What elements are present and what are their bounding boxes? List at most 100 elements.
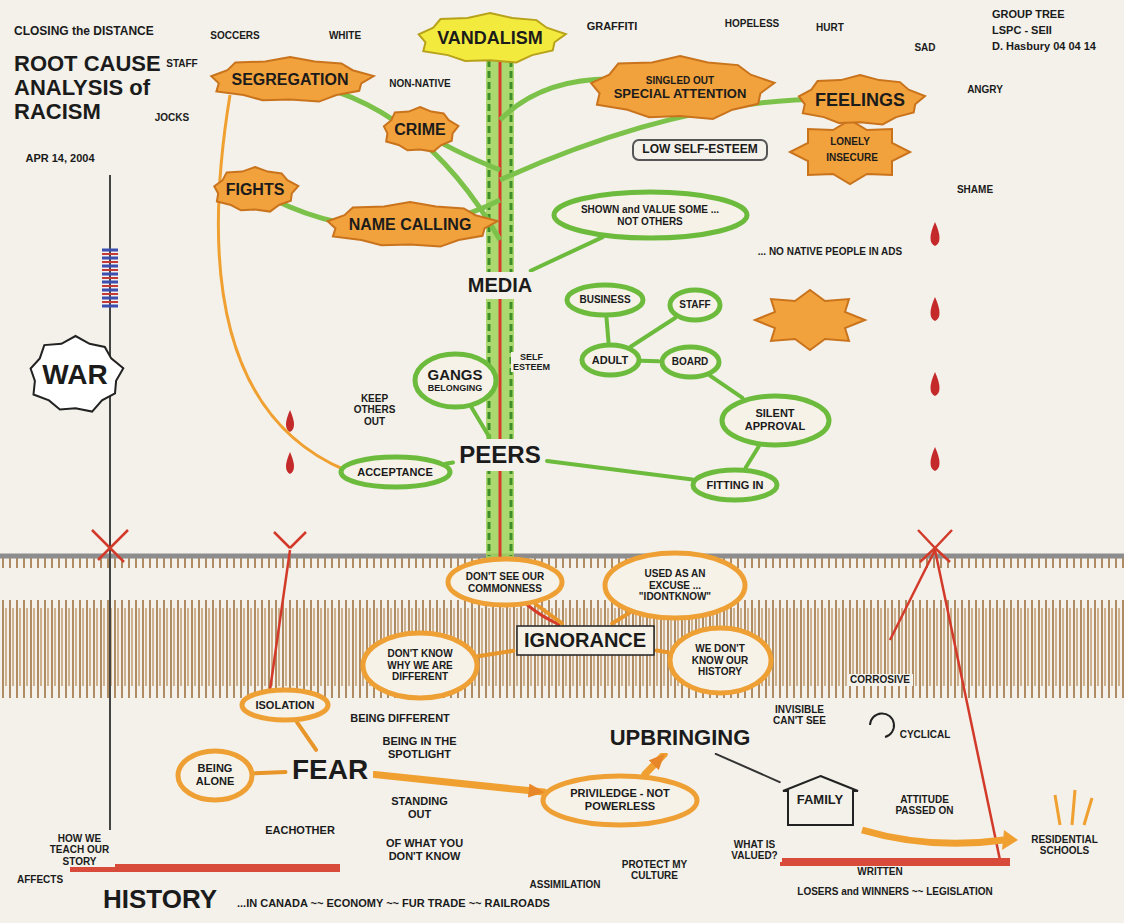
ellipse-node: FITTING IN — [690, 467, 780, 503]
node-text: SEGREGATION — [231, 71, 348, 89]
annotation: D. Hasbury 04 04 14 — [990, 40, 1099, 53]
connector — [375, 775, 544, 793]
annotation: LONELY — [828, 136, 873, 148]
text-group: SINGLED OUTSPECIAL ATTENTION — [614, 75, 747, 101]
ellipse-outline — [543, 776, 697, 825]
connector — [642, 359, 659, 363]
text-group: ADULT — [592, 354, 628, 367]
connector — [445, 463, 453, 464]
connector — [478, 651, 513, 656]
burst-shape: WAR — [26, 335, 125, 415]
annotation: ANGRY — [965, 84, 1006, 96]
annotation: GRAFFITI — [584, 20, 640, 33]
noose-coil — [102, 250, 118, 306]
annotation: LSPC - SEII — [990, 24, 1055, 37]
text-group: WE DON'T KNOW OUR HISTORY — [685, 643, 755, 678]
burst-outline — [799, 75, 925, 125]
annotation: ASSIMILATION — [527, 879, 603, 891]
ellipse-outline — [242, 690, 328, 720]
text-group: FIGHTS — [226, 181, 285, 199]
ellipse-outline — [722, 396, 829, 445]
text-group: UPBRINGING — [610, 725, 751, 750]
connector — [746, 446, 759, 468]
text-group: WAR — [42, 359, 107, 391]
text-group: NAME CALLING — [349, 216, 472, 234]
text-group: VANDALISM — [437, 28, 543, 49]
connector — [631, 318, 676, 347]
burst-outline — [591, 56, 774, 119]
text-group: SHOWN and VALUE SOME ... NOT OTHERS — [580, 204, 720, 227]
annotation: SOCCERS — [208, 30, 263, 42]
annotation: HURT — [814, 22, 847, 34]
burst-outline — [30, 336, 123, 412]
burst-shape: VANDALISM — [412, 12, 568, 65]
text-group: HISTORY — [103, 885, 217, 915]
text-group: ACCEPTANCE — [357, 466, 433, 479]
annotation: EACHOTHER — [263, 824, 338, 837]
orange-arrow — [862, 830, 1004, 843]
connector — [607, 318, 609, 342]
annotation: SHAME — [954, 184, 996, 196]
connector — [535, 604, 562, 623]
annotation: CORROSIVE — [847, 674, 913, 686]
text-node: PEERS — [455, 439, 545, 471]
annotation: PROTECT MY CULTURE — [620, 859, 690, 882]
node-text: HISTORY — [103, 885, 217, 915]
node-text: FEELINGS — [815, 90, 905, 111]
connector — [645, 754, 664, 774]
annotation: STAFF — [164, 58, 201, 70]
connector — [255, 772, 286, 773]
text-group: IGNORANCE — [524, 629, 646, 652]
node-text: ACCEPTANCE — [357, 466, 433, 479]
node-text: IGNORANCE — [524, 629, 646, 652]
ellipse-node: BOARD — [659, 344, 722, 380]
text-group: DON'T KNOW WHY WE ARE DIFFERENT — [380, 648, 460, 683]
ellipse-outline — [693, 470, 777, 500]
node-text: MEDIA — [468, 274, 532, 297]
annotation: NON-NATIVE — [387, 78, 454, 90]
text-group: SEGREGATION — [231, 71, 348, 89]
node-text: PRIVILEDGE - NOT POWERLESS — [565, 787, 675, 812]
band-outline — [633, 140, 767, 160]
text-patch — [288, 752, 373, 789]
annotation: STANDING OUT — [389, 795, 451, 820]
node-text: USED AS AN EXCUSE ... "IDONTKNOW" — [625, 568, 725, 603]
connector — [657, 651, 668, 653]
ellipse-outline — [670, 628, 771, 693]
annotation: WRITTEN — [855, 866, 906, 878]
band-node: LOW SELF-ESTEEM — [632, 139, 768, 161]
ellipse-outline — [662, 347, 719, 377]
burst-shape: SINGLED OUTSPECIAL ATTENTION — [583, 55, 777, 122]
text-group: FITTING IN — [707, 479, 764, 492]
ellipse-node: SHOWN and VALUE SOME ... NOT OTHERS — [551, 189, 750, 241]
ellipse-node: PRIVILEDGE - NOT POWERLESS — [540, 773, 700, 828]
node-text: GANGS — [427, 366, 482, 383]
node-text: NAME CALLING — [349, 216, 472, 234]
ellipse-outline — [567, 285, 643, 315]
node-text: BUSINESS — [579, 294, 630, 306]
text-group: MEDIA — [468, 274, 532, 297]
soil-band — [0, 558, 1124, 698]
text-patch — [455, 439, 545, 471]
ellipse-node: DON'T KNOW WHY WE ARE DIFFERENT — [360, 630, 480, 701]
annotation: INSECURE — [824, 152, 881, 164]
annotation: LOSERS and WINNERS ~~ LEGISLATION — [795, 886, 996, 898]
node-text: DON'T SEE OUR COMMONNESS — [465, 571, 545, 594]
burst-outline — [328, 202, 498, 247]
ellipse-node: SILENT APPROVAL — [719, 393, 832, 448]
node-text: ADULT — [592, 354, 628, 367]
noose-coil — [102, 254, 118, 302]
ellipse-outline — [341, 457, 450, 487]
ellipse-node: STAFF — [667, 287, 723, 323]
ellipse-outline — [582, 345, 639, 375]
blood-drop — [286, 222, 940, 474]
text-node: HISTORY — [99, 883, 222, 917]
ellipse-node: ACCEPTANCE — [338, 454, 453, 490]
annotation: WHITE — [326, 30, 364, 42]
node-text: UPBRINGING — [610, 725, 751, 750]
arrow-head — [1002, 830, 1018, 850]
burst-outline — [419, 13, 566, 63]
text-group: SILENT APPROVAL — [738, 407, 813, 432]
node-text: FITTING IN — [707, 479, 764, 492]
